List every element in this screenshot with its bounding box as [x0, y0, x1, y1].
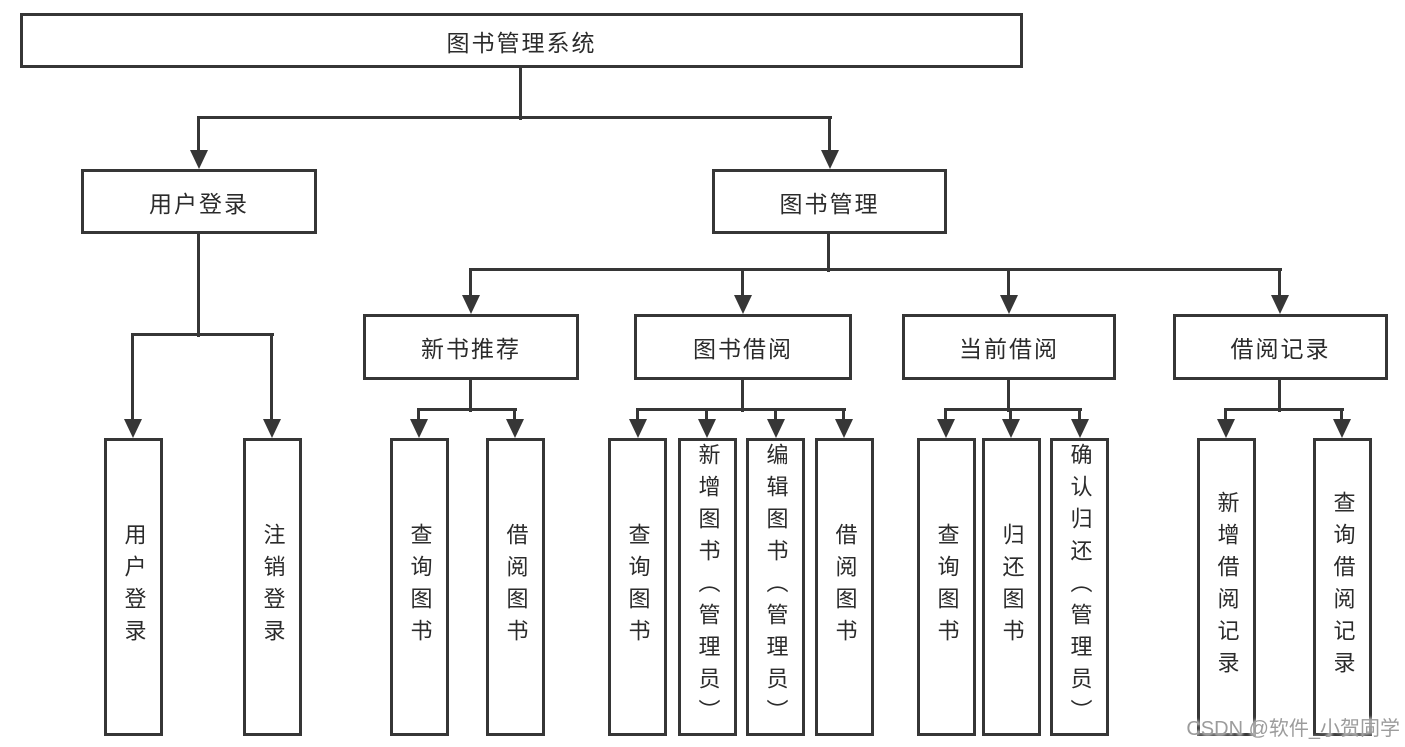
arrow-stem	[1078, 409, 1081, 420]
node-user-login-leaf: 用户登录	[104, 438, 163, 736]
node-query-borrow-record: 查询借阅记录	[1313, 438, 1372, 736]
node-query-books-1: 查询图书	[390, 438, 449, 736]
connector-line	[519, 68, 522, 120]
node-label-borrowing-records: 借阅记录	[1230, 337, 1331, 362]
node-borrow-books-2: 借阅图书	[815, 438, 874, 736]
connector-line	[1007, 380, 1010, 412]
connector-line	[197, 116, 832, 119]
node-query-books-3: 查询图书	[917, 438, 976, 736]
node-new-book-recommend: 新书推荐	[363, 314, 579, 380]
node-borrow-books-1: 借阅图书	[486, 438, 545, 736]
node-label-confirm-return-admin: 确认归还（管理员）	[1067, 443, 1093, 731]
arrow-down-icon	[1271, 295, 1289, 314]
node-confirm-return-admin: 确认归还（管理员）	[1050, 438, 1109, 736]
arrow-down-icon	[734, 295, 752, 314]
node-label-book-management: 图书管理	[779, 191, 880, 217]
arrow-stem	[417, 409, 420, 420]
node-query-books-2: 查询图书	[608, 438, 667, 736]
node-library-system: 图书管理系统	[20, 13, 1023, 68]
node-label-query-books-3: 查询图书	[934, 523, 960, 651]
arrow-stem	[944, 409, 947, 420]
arrow-down-icon	[410, 419, 428, 438]
arrow-stem	[1009, 409, 1012, 420]
node-label-book-borrowing: 图书借阅	[693, 337, 793, 362]
node-book-borrowing: 图书借阅	[634, 314, 852, 380]
arrow-stem	[842, 409, 845, 420]
node-label-query-books-2: 查询图书	[625, 523, 651, 651]
arrow-down-icon	[767, 419, 785, 438]
arrow-stem	[705, 409, 708, 420]
arrow-down-icon	[1002, 419, 1020, 438]
connector-line	[944, 408, 1082, 411]
connector-line	[469, 380, 472, 412]
arrow-stem	[513, 409, 516, 420]
node-label-logout-leaf: 注销登录	[260, 523, 286, 651]
node-label-user-login-group: 用户登录	[149, 191, 249, 217]
node-user-login-group: 用户登录	[81, 169, 317, 234]
arrow-down-icon	[462, 295, 480, 314]
arrow-down-icon	[1000, 295, 1018, 314]
node-return-books: 归还图书	[982, 438, 1041, 736]
node-label-user-login-leaf: 用户登录	[121, 523, 147, 651]
connector-line	[741, 380, 744, 412]
connector-line	[1224, 408, 1344, 411]
arrow-stem	[1224, 409, 1227, 420]
arrow-down-icon	[821, 150, 839, 169]
node-add-borrow-record: 新增借阅记录	[1197, 438, 1256, 736]
node-label-query-borrow-record: 查询借阅记录	[1330, 491, 1356, 683]
arrow-stem	[131, 334, 134, 420]
connector-line	[827, 234, 830, 272]
arrow-stem	[828, 117, 831, 151]
connector-line	[636, 408, 846, 411]
arrow-stem	[469, 269, 472, 296]
node-label-current-borrowing: 当前借阅	[959, 337, 1059, 362]
arrow-down-icon	[124, 419, 142, 438]
connector-line	[469, 268, 1282, 271]
arrow-down-icon	[1071, 419, 1089, 438]
node-label-borrow-books-1: 借阅图书	[503, 523, 529, 651]
node-add-book-admin: 新增图书（管理员）	[678, 438, 737, 736]
arrow-stem	[1278, 269, 1281, 296]
node-current-borrowing: 当前借阅	[902, 314, 1116, 380]
arrow-stem	[197, 117, 200, 151]
node-logout-leaf: 注销登录	[243, 438, 302, 736]
node-borrowing-records: 借阅记录	[1173, 314, 1388, 380]
arrow-down-icon	[506, 419, 524, 438]
node-label-edit-book-admin: 编辑图书（管理员）	[763, 443, 789, 731]
node-label-library-system: 图书管理系统	[446, 30, 597, 56]
node-book-management: 图书管理	[712, 169, 947, 234]
connector-line	[197, 234, 200, 337]
node-label-add-book-admin: 新增图书（管理员）	[695, 443, 721, 731]
arrow-down-icon	[937, 419, 955, 438]
arrow-stem	[1340, 409, 1343, 420]
node-label-query-books-1: 查询图书	[407, 523, 433, 651]
arrow-down-icon	[835, 419, 853, 438]
arrow-stem	[1007, 269, 1010, 296]
connector-line	[131, 333, 274, 336]
arrow-down-icon	[190, 150, 208, 169]
node-label-borrow-books-2: 借阅图书	[832, 523, 858, 651]
connector-line	[1278, 380, 1281, 412]
arrow-down-icon	[1333, 419, 1351, 438]
arrow-stem	[636, 409, 639, 420]
arrow-down-icon	[263, 419, 281, 438]
arrow-down-icon	[1217, 419, 1235, 438]
arrow-stem	[774, 409, 777, 420]
connector-line	[417, 408, 517, 411]
node-edit-book-admin: 编辑图书（管理员）	[746, 438, 805, 736]
node-label-new-book-recommend: 新书推荐	[421, 337, 521, 362]
node-label-return-books: 归还图书	[999, 523, 1025, 651]
arrow-down-icon	[698, 419, 716, 438]
csdn-watermark: CSDN @软件_小贺同学	[1186, 718, 1400, 740]
arrow-stem	[270, 334, 273, 420]
arrow-stem	[741, 269, 744, 296]
arrow-down-icon	[629, 419, 647, 438]
node-label-add-borrow-record: 新增借阅记录	[1214, 491, 1240, 683]
